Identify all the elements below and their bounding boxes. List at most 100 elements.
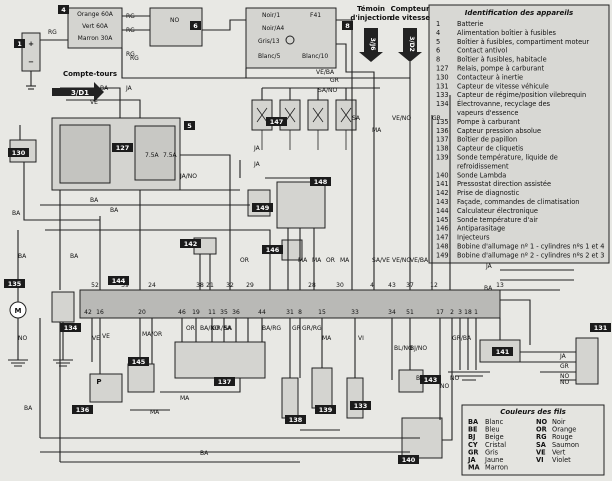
component-tag-text: 149 <box>256 204 270 212</box>
wire-label: GR/RG <box>302 325 322 332</box>
sensor-136 <box>89 373 123 403</box>
legend-text: Batterie <box>457 20 483 28</box>
ecu-pin: 16 <box>96 309 104 316</box>
wire-label: MA <box>298 257 308 264</box>
wire-label: GR/BA <box>452 335 472 342</box>
colour-code: VI <box>536 456 544 464</box>
injection-arrow <box>359 28 383 62</box>
colour-key-title: Couleurs des fils <box>500 408 566 416</box>
component-tag: 134 <box>60 323 81 332</box>
component-tag-text: 145 <box>132 358 146 366</box>
legend-title: Identification des appareils <box>465 9 573 17</box>
component-tag: 135 <box>4 279 25 288</box>
wire-label: VE/BA <box>316 69 335 76</box>
component-tag: 140 <box>398 455 419 464</box>
wire-label: BA <box>100 85 109 92</box>
wiring-paths <box>8 15 576 463</box>
svg-text:M: M <box>15 307 22 315</box>
ecu-pin: 11 <box>208 309 216 316</box>
wire-label: BL <box>416 375 424 382</box>
wire-label: OR <box>326 257 335 264</box>
legend-text: Bobine d'allumage nº 2 - cylindres nºs 2… <box>457 251 605 259</box>
rev-counter-ref: 3/D1 <box>71 89 89 97</box>
component-tag: 143 <box>420 375 441 384</box>
component-tag: 138 <box>285 415 306 424</box>
ecu-pin: 51 <box>406 309 414 316</box>
legend-text: Capteur de cliquetis <box>457 145 524 153</box>
ecu-pin: 15 <box>318 309 326 316</box>
wire-label: BA <box>24 405 33 412</box>
colour-code: GR <box>468 448 479 456</box>
ecu-pin: 42 <box>84 309 92 316</box>
wire-label: NO <box>560 373 569 380</box>
legend-num: 139 <box>436 154 449 162</box>
component-tag: 8 <box>342 21 353 30</box>
component-tag: 136 <box>72 405 93 414</box>
component-tag-text: 1 <box>17 40 22 48</box>
legend-text: Relais, pompe à carburant <box>457 65 544 73</box>
wire-label: NO <box>560 379 569 386</box>
injection-label-1: Témoin <box>357 5 385 13</box>
ecu-pin: 52 <box>91 282 99 289</box>
wire-label: VE/NO <box>392 115 411 122</box>
wire-label: VE <box>90 99 98 106</box>
battery-symbol: + − <box>21 32 41 90</box>
colour-name: Beige <box>485 433 504 441</box>
wire-label: SA <box>224 325 233 332</box>
colour-code: JA <box>467 456 476 464</box>
legend-num: 144 <box>436 207 449 215</box>
legend-num: 8 <box>436 56 440 64</box>
fuse-rating-2: 7.5A <box>163 152 178 159</box>
colour-code: BA <box>468 418 479 426</box>
ecu-pin: 17 <box>436 309 444 316</box>
ecu-pin: 2 <box>450 309 454 316</box>
wire-label: SA/NO <box>318 87 338 94</box>
component-tag: 131 <box>590 323 611 332</box>
canister-valve-134 <box>51 291 75 323</box>
wire-label: VI <box>358 335 364 342</box>
component-tag: 139 <box>315 405 336 414</box>
legend-num: 131 <box>436 82 449 90</box>
throttle-body-137 <box>174 341 266 379</box>
sensor-138 <box>281 377 299 419</box>
legend-num: 147 <box>436 234 449 242</box>
legend-num: 134 <box>436 100 449 108</box>
colour-code: MA <box>468 464 481 472</box>
wire-label: BA/NO <box>200 325 220 332</box>
component-tag: 144 <box>108 276 129 285</box>
ecu-pin: 29 <box>246 282 254 289</box>
component-tag: 1 <box>14 39 25 48</box>
fuse-brown-label: Marron 30A <box>78 35 114 42</box>
component-tag-text: 143 <box>424 376 438 384</box>
legend-num: 143 <box>436 198 449 206</box>
legend-num: 140 <box>436 171 449 179</box>
ecu-pin: 12 <box>430 282 438 289</box>
injector <box>335 99 357 150</box>
wire-label: RG <box>126 51 135 58</box>
legend-text: Sonde température d'air <box>457 216 538 224</box>
component-tag-text: 147 <box>270 118 284 126</box>
ecu-pin: 8 <box>298 309 302 316</box>
component-tag: 141 <box>492 347 513 356</box>
legend-num: 135 <box>436 118 449 126</box>
legend-num: 145 <box>436 216 449 224</box>
ecu-pin: 24 <box>148 282 156 289</box>
component-tag-text: 127 <box>116 144 130 152</box>
wire-label: NO <box>450 375 459 382</box>
legend-num: 138 <box>436 145 449 153</box>
wire-label: BJ/NO <box>410 345 427 352</box>
speedo-label-1: Compteur <box>391 5 430 13</box>
speedo-ref: 3/D2 <box>408 36 415 52</box>
legend-text: Bobine d'allumage nº 1 - cylindres nºs 1… <box>457 243 605 251</box>
wire-label: VE/NO <box>392 257 411 264</box>
component-tag-text: 140 <box>402 456 416 464</box>
wire-label: BL/NO <box>394 345 413 352</box>
component-tag-text: 148 <box>314 178 328 186</box>
wire-label: JA <box>125 85 133 92</box>
ecu-pin: 46 <box>178 309 186 316</box>
wire-label: RG <box>126 13 135 20</box>
component-tag: 6 <box>190 21 201 30</box>
injector <box>307 99 329 150</box>
component-tag-text: 146 <box>266 246 280 254</box>
colour-code: BE <box>468 426 478 434</box>
